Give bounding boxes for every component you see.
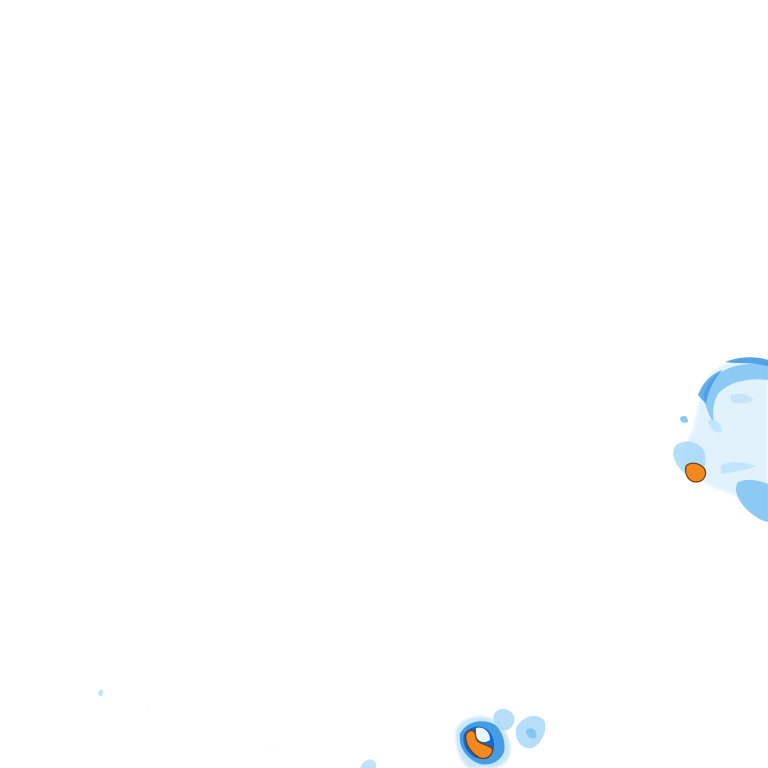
precip-specks	[98, 689, 376, 768]
precip-cell-east	[673, 357, 768, 522]
precip-cell-south	[455, 708, 546, 768]
